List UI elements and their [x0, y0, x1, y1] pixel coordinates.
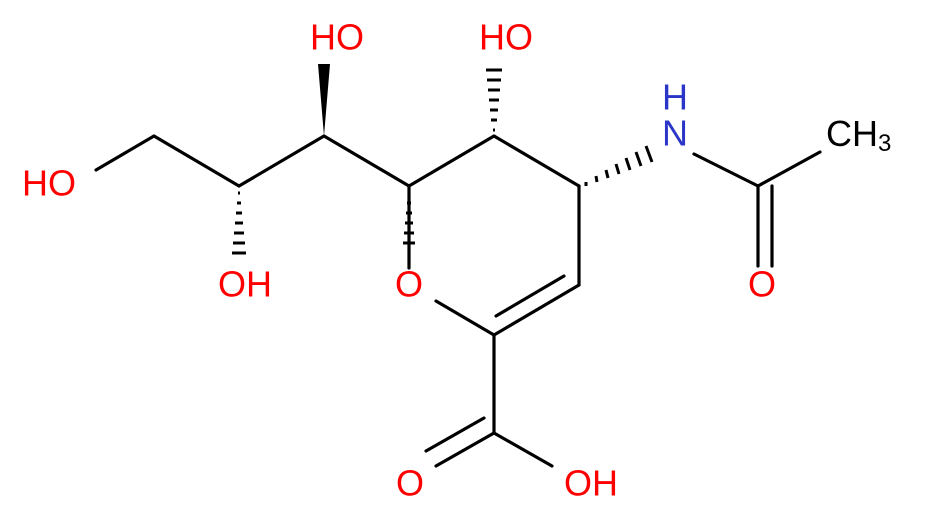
bond-c1-oh: [492, 431, 554, 468]
oh-lower-left-label: OH: [218, 264, 272, 305]
acid-carbonyl-oxygen-label: O: [396, 463, 424, 504]
bond-c3-c2: [492, 283, 581, 337]
bond-c3-c2-double: [494, 274, 566, 318]
hash-c5-oh: [486, 68, 502, 132]
bond-c7-c8: [237, 134, 326, 188]
bond-c1-o-double-a: [434, 431, 496, 468]
oh-top-left-label: HO: [310, 17, 364, 58]
ho-left-label: HO: [22, 163, 76, 204]
hash-c6-h: [403, 191, 415, 245]
hash-c8-oh: [232, 191, 246, 255]
oh-top-middle-label: HO: [479, 17, 533, 58]
acid-hydroxyl-label: OH: [564, 463, 618, 504]
methyl-label: CH3: [826, 113, 891, 158]
bond-c2-o1: [434, 299, 496, 337]
methyl-c-label: CH: [826, 113, 878, 154]
bond-c1-o-double-b: [424, 416, 486, 453]
ring-oxygen-label: O: [395, 264, 423, 305]
bond-c5-c4: [492, 134, 581, 188]
wedge-c7-oh: [318, 64, 330, 136]
bond-c8-c9: [152, 134, 241, 188]
bond-c6-c7: [322, 134, 411, 188]
bond-c6-c5: [407, 134, 496, 188]
bond-c-methyl: [756, 150, 822, 188]
nitrogen-hydrogen-label: H: [662, 77, 688, 118]
bond-n-c: [692, 152, 760, 188]
hash-c4-n: [584, 145, 654, 186]
amide-oxygen-label: O: [748, 264, 776, 305]
bond-c9-oh: [94, 134, 156, 172]
nitrogen-label: N: [662, 113, 688, 154]
methyl-subscript: 3: [878, 130, 891, 157]
